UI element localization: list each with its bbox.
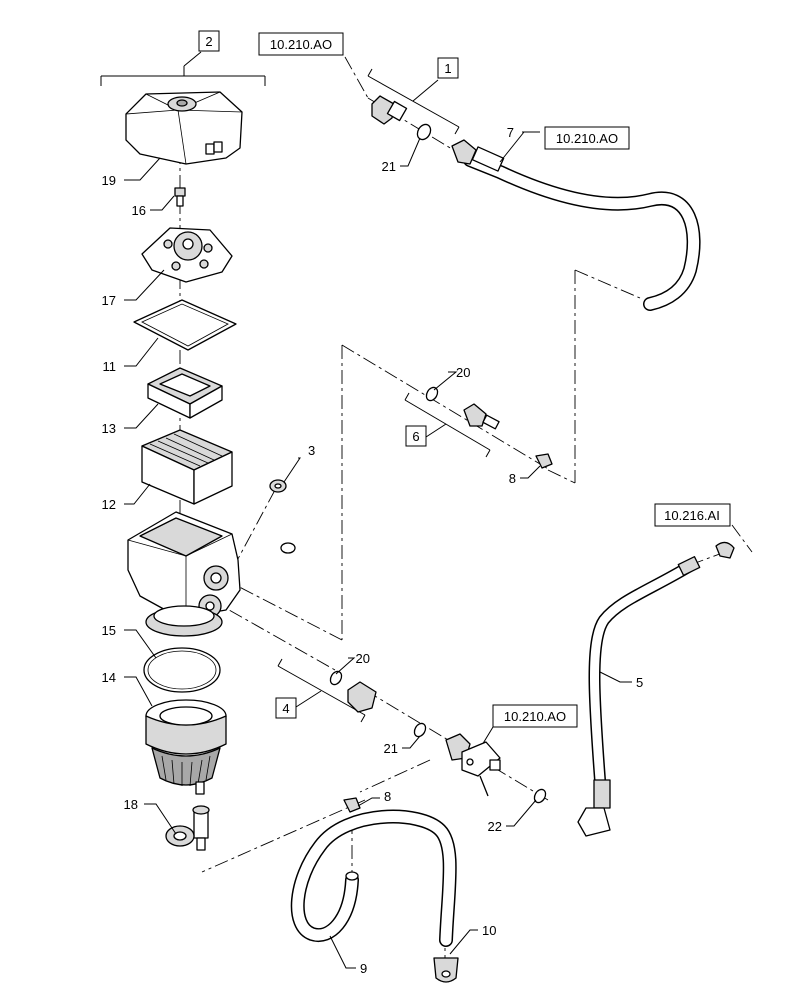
part-13-filter-frame[interactable] bbox=[147, 367, 223, 419]
callout-20-top: 20 bbox=[456, 365, 470, 380]
ref-mid[interactable]: 10.210.AO bbox=[492, 704, 578, 728]
callout-20-mid: 20 bbox=[356, 651, 370, 666]
callout-box-4[interactable] bbox=[275, 697, 297, 719]
part-8-clip-top[interactable] bbox=[535, 453, 553, 469]
callout-14: 14 bbox=[102, 670, 116, 685]
callout-box-6[interactable] bbox=[405, 425, 427, 447]
ref-mid-label: 10.210.AO bbox=[504, 709, 566, 724]
part-3-nut[interactable] bbox=[269, 479, 287, 493]
part-12-filter-element[interactable] bbox=[141, 429, 233, 505]
leaders bbox=[124, 131, 632, 969]
callout-box-2[interactable] bbox=[198, 30, 220, 52]
part-4-fitting[interactable] bbox=[347, 681, 377, 713]
bracket-1: 1 bbox=[367, 57, 460, 135]
part-7-hose[interactable] bbox=[451, 139, 701, 311]
callout-9: 9 bbox=[360, 961, 367, 976]
part-19-top-cover[interactable] bbox=[125, 91, 243, 165]
callout-3: 3 bbox=[308, 443, 315, 458]
ref-right[interactable]: 10.216.AI bbox=[654, 503, 731, 527]
callout-box-1[interactable] bbox=[437, 57, 459, 79]
callout-12: 12 bbox=[102, 497, 116, 512]
callout-8-bottom: 8 bbox=[384, 789, 391, 804]
callout-18: 18 bbox=[124, 797, 138, 812]
ref-top-right[interactable]: 10.210.AO bbox=[544, 126, 630, 150]
ref-top-left-label: 10.210.AO bbox=[270, 37, 332, 52]
part-17-clamp-plate[interactable] bbox=[141, 227, 233, 283]
callout-22: 22 bbox=[488, 819, 502, 834]
part-14-bowl[interactable] bbox=[145, 699, 227, 795]
part-18-drain-valve[interactable] bbox=[165, 805, 210, 851]
main-housing[interactable] bbox=[127, 511, 296, 637]
part-5-hose[interactable] bbox=[577, 556, 701, 837]
callout-17: 17 bbox=[102, 293, 116, 308]
ref-right-label: 10.216.AI bbox=[664, 508, 720, 523]
part-20-o-ring-top[interactable] bbox=[424, 385, 440, 402]
ref-top-left[interactable]: 10.210.AO bbox=[258, 32, 344, 56]
part-11-gasket[interactable] bbox=[133, 299, 237, 351]
callout-19: 19 bbox=[102, 173, 116, 188]
part-10-clip[interactable] bbox=[433, 957, 459, 983]
callout-21-mid: 21 bbox=[384, 741, 398, 756]
callout-15: 15 bbox=[102, 623, 116, 638]
part-8-clip-bottom[interactable] bbox=[343, 797, 361, 813]
centerlines bbox=[179, 97, 726, 960]
part-6-nipple-fitting[interactable] bbox=[463, 403, 500, 430]
tee-valve[interactable] bbox=[445, 733, 501, 797]
callout-1: 1 bbox=[444, 61, 451, 76]
callout-8-top: 8 bbox=[509, 471, 516, 486]
bracket-4: 4 bbox=[275, 658, 366, 723]
part-21-o-ring-mid[interactable] bbox=[412, 721, 428, 738]
bracket-6: 6 bbox=[404, 392, 491, 458]
callout-5: 5 bbox=[636, 675, 643, 690]
callout-labels: 19 16 17 11 13 12 15 14 18 3 21 7 20 8 2… bbox=[102, 125, 644, 976]
ref-top-right-label: 10.210.AO bbox=[556, 131, 618, 146]
part-1-fitting[interactable] bbox=[371, 95, 408, 125]
callout-11: 11 bbox=[103, 359, 117, 374]
callout-16: 16 bbox=[132, 203, 146, 218]
callout-4: 4 bbox=[282, 701, 289, 716]
part-22-o-ring[interactable] bbox=[532, 787, 548, 804]
callout-21-top: 21 bbox=[382, 159, 396, 174]
callout-2: 2 bbox=[205, 34, 212, 49]
clamp-right[interactable] bbox=[715, 541, 735, 559]
part-20-o-ring-mid[interactable] bbox=[328, 669, 344, 686]
part-21-o-ring-top[interactable] bbox=[415, 122, 433, 142]
callout-7: 7 bbox=[507, 125, 514, 140]
part-15-o-ring[interactable] bbox=[143, 647, 221, 693]
part-9-hose[interactable] bbox=[290, 809, 457, 947]
callout-6: 6 bbox=[412, 429, 419, 444]
bracket-2: 2 bbox=[100, 30, 266, 86]
callout-10: 10 bbox=[482, 923, 496, 938]
part-16-screw[interactable] bbox=[174, 187, 186, 207]
callout-13: 13 bbox=[102, 421, 116, 436]
